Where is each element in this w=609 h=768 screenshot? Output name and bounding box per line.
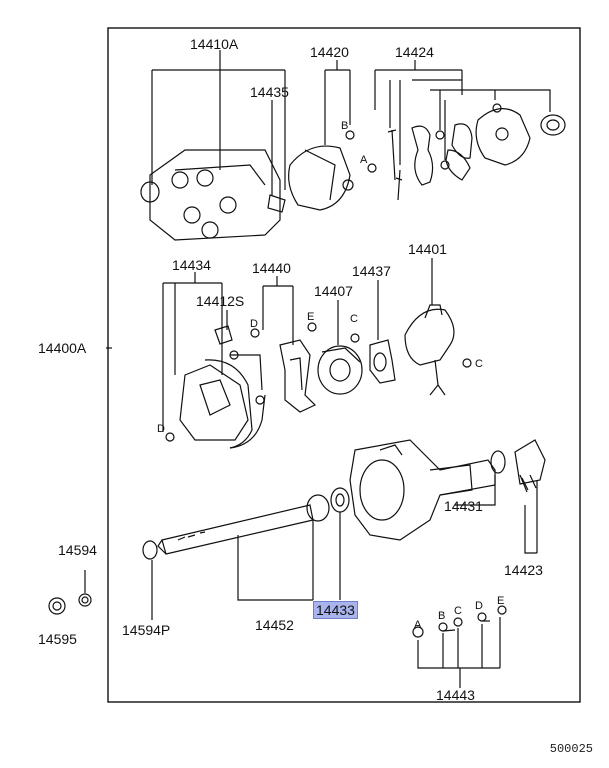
bolt-label-E: E: [497, 595, 505, 607]
label-14424: 14424: [395, 44, 434, 60]
label-B-upper: B: [341, 120, 349, 132]
leader-14410A: [151, 50, 286, 190]
shaft-washer-part: [142, 540, 158, 560]
vacuum-advance-part: [404, 304, 472, 396]
diagram-frame: [107, 27, 581, 703]
shaft-part: [157, 494, 330, 555]
label-A-upper: A: [360, 154, 368, 166]
bolt-set-part: [412, 605, 507, 638]
leader-14423: [524, 480, 538, 554]
washer-14433-part: [330, 487, 350, 513]
drive-gear-part: [514, 439, 546, 493]
governor-weights-part: [387, 103, 566, 201]
pickup-coil-part: [250, 322, 317, 413]
bolt-label-A: A: [414, 619, 422, 631]
label-14433-highlighted: 14433: [313, 601, 358, 619]
label-14435: 14435: [250, 84, 289, 100]
label-14400A: 14400A: [38, 340, 87, 356]
o-ring-part: [490, 450, 506, 474]
label-14431: 14431: [444, 498, 483, 514]
bolt-label-B: B: [438, 610, 446, 622]
leader-14420: [324, 60, 351, 145]
label-C-mid: C: [350, 313, 358, 325]
label-E-mid: E: [307, 311, 315, 323]
label-14594P: 14594P: [122, 622, 171, 638]
leader-14424: [374, 60, 551, 165]
bolt-label-C: C: [454, 605, 462, 617]
bolt-label-D: D: [475, 600, 483, 612]
signal-rotor-part: [317, 333, 363, 395]
housing-part: [349, 439, 496, 541]
label-C-right: C: [475, 358, 483, 370]
leader-14440: [262, 276, 294, 345]
leader-14443: [417, 617, 501, 688]
label-14423: 14423: [504, 562, 543, 578]
label-14401: 14401: [408, 241, 447, 257]
catalog-number: 500025: [549, 742, 593, 756]
label-14440: 14440: [252, 260, 291, 276]
label-14434: 14434: [172, 257, 211, 273]
label-14594: 14594: [58, 542, 97, 558]
leader-14452: [237, 520, 314, 601]
label-14420: 14420: [310, 44, 349, 60]
distributor-cap-part: [140, 149, 286, 241]
label-14407: 14407: [314, 283, 353, 299]
breaker-plate-part: [165, 359, 266, 449]
label-14410A: 14410A: [190, 36, 239, 52]
rotor-part: [288, 145, 354, 211]
leader-14431: [455, 475, 496, 506]
nut-part: [48, 593, 92, 615]
label-D-lower: D: [157, 423, 165, 435]
label-14595: 14595: [38, 631, 77, 647]
sensor-part: [214, 325, 263, 391]
gasket-part: [369, 339, 396, 384]
label-D-mid: D: [250, 318, 258, 330]
label-14452: 14452: [255, 617, 294, 633]
label-14437: 14437: [352, 263, 391, 279]
label-14443: 14443: [436, 687, 475, 703]
label-14412S: 14412S: [196, 293, 245, 309]
leader-14434: [162, 272, 223, 432]
